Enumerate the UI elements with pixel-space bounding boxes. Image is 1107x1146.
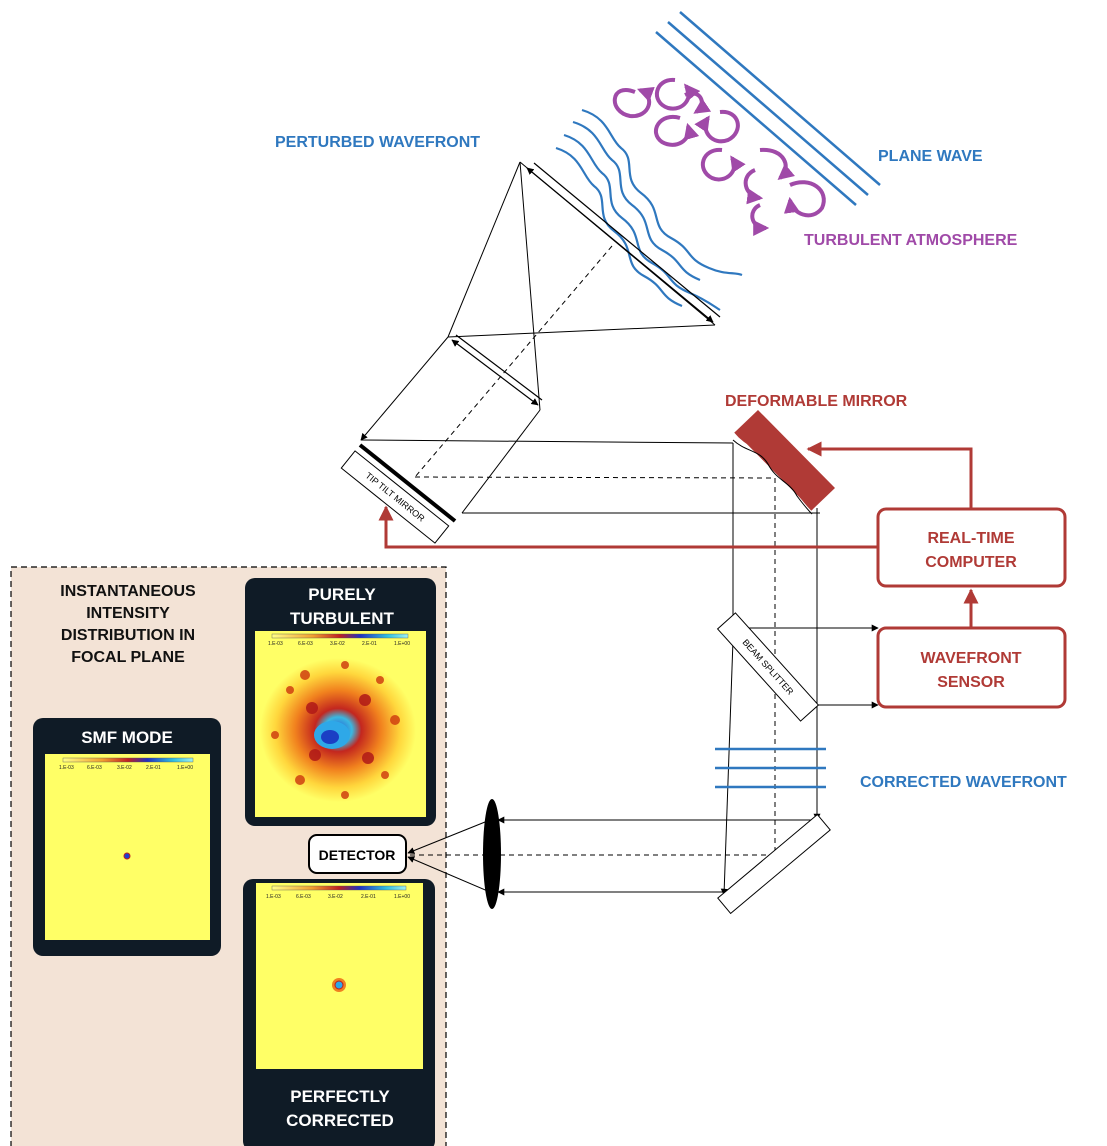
corr-tick-2: 6.E-03	[296, 894, 311, 900]
turbulent-colorbar-ticks: 1.E-03 6.E-03 3.E-02 2.E-01 1.E+00	[268, 641, 410, 647]
detector-label: DETECTOR	[319, 847, 396, 863]
fold-mirror	[717, 813, 831, 915]
rtc-label-2: COMPUTER	[925, 554, 1017, 571]
speckle-pattern	[271, 661, 400, 799]
turb-tick-3: 3.E-02	[330, 641, 345, 647]
tip-tilt-mirror-label: TIP TILT MIRROR	[363, 470, 426, 524]
focal-heading-1: INSTANTANEOUS	[60, 583, 196, 600]
focusing-lens	[483, 799, 501, 909]
turb-tick-4: 2.E-01	[362, 641, 377, 647]
corrected-wavefront-label: CORRECTED WAVEFRONT	[860, 774, 1067, 791]
focal-heading-3: DISTRIBUTION IN	[61, 627, 195, 644]
purely-turbulent-card: PURELY TURBULENT 1.E-03 6.E-03 3.E-02 2.…	[245, 578, 436, 826]
corr-tick-4: 2.E-01	[361, 894, 376, 900]
corrected-colorbar-ticks: 1.E-03 6.E-03 3.E-02 2.E-01 1.E+00	[266, 894, 410, 900]
deformable-mirror-label: DEFORMABLE MIRROR	[725, 393, 908, 410]
primary-mirror-arrow	[526, 162, 721, 323]
corr-tick-5: 1.E+00	[394, 894, 410, 900]
smf-tick-1: 1.E-03	[59, 765, 74, 771]
control-loop-lines	[378, 441, 979, 628]
perturbed-wavefront-label: PERTURBED WAVEFRONT	[275, 134, 480, 151]
perfectly-corrected-card: 1.E-03 6.E-03 3.E-02 2.E-01 1.E+00 PERFE…	[243, 879, 435, 1146]
smf-tick-2: 6.E-03	[87, 765, 102, 771]
rtc-label-1: REAL-TIME	[927, 530, 1014, 547]
corr-tick-3: 3.E-02	[328, 894, 343, 900]
real-time-computer-box: REAL-TIME COMPUTER	[876, 507, 1067, 588]
smf-tick-3: 3.E-02	[117, 765, 132, 771]
focal-heading-4: FOCAL PLANE	[71, 649, 185, 666]
turb-tick-5: 1.E+00	[394, 641, 410, 647]
smf-tick-5: 1.E+00	[177, 765, 193, 771]
tip-tilt-mirror: TIP TILT MIRROR	[340, 443, 457, 544]
focal-plane-panel: INSTANTANEOUS INTENSITY DISTRIBUTION IN …	[10, 566, 447, 1146]
smf-colorbar-ticks: 1.E-03 6.E-03 3.E-02 2.E-01 1.E+00	[59, 765, 193, 771]
plane-wave-label: PLANE WAVE	[878, 148, 983, 165]
turb-tick-1: 1.E-03	[268, 641, 283, 647]
smf-tick-4: 2.E-01	[146, 765, 161, 771]
corr-tick-1: 1.E-03	[266, 894, 281, 900]
turbulent-title-2: TURBULENT	[290, 609, 394, 628]
secondary-mirror-arrow	[451, 334, 543, 406]
beam-splitter-label: BEAM SPLITTER	[741, 637, 796, 697]
beam-splitter: BEAM SPLITTER	[716, 612, 820, 722]
wfs-label-1: WAVEFRONT	[920, 650, 1021, 667]
corrected-title-2: CORRECTED	[286, 1111, 394, 1130]
detector-box: DETECTOR	[308, 834, 407, 874]
corrected-wavefront-lines	[715, 747, 826, 789]
wavefront-sensor-box: WAVEFRONT SENSOR	[876, 626, 1067, 709]
wfs-label-2: SENSOR	[937, 674, 1005, 691]
deformable-mirror	[732, 410, 835, 515]
focal-heading-2: INTENSITY	[86, 605, 170, 622]
corrected-title-1: PERFECTLY	[290, 1087, 390, 1106]
turbulence-eddies	[612, 77, 826, 236]
turb-tick-2: 6.E-03	[298, 641, 313, 647]
turbulent-title-1: PURELY	[308, 585, 376, 604]
turbulent-atmosphere-label: TURBULENT ATMOSPHERE	[804, 232, 1018, 249]
smf-mode-title: SMF MODE	[81, 728, 173, 747]
smf-mode-card: SMF MODE 1.E-03 6.E-03 3.E-02 2.E-01 1.E…	[33, 718, 221, 956]
plane-wave-lines	[655, 11, 881, 206]
chief-ray-dashed	[408, 245, 776, 856]
